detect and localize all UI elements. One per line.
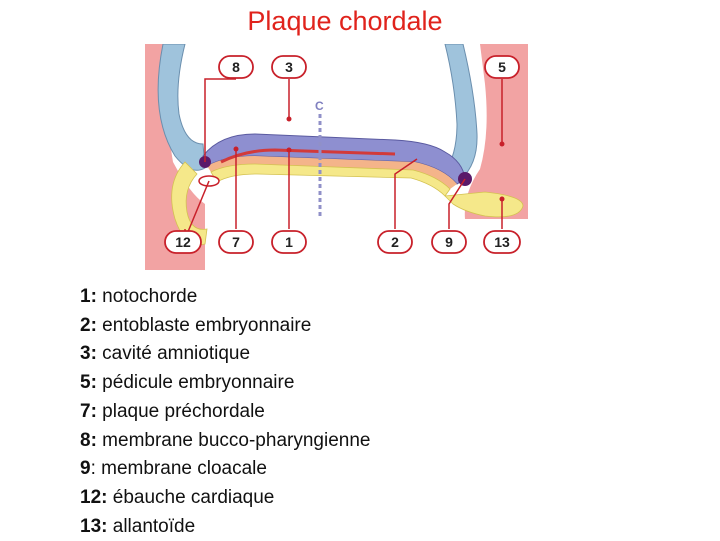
legend-item-12: 12: ébauche cardiaque — [80, 484, 370, 513]
legend-item-1: 1: notochorde — [80, 283, 370, 312]
marker-13: 13 — [484, 231, 520, 253]
marker-8: 8 — [219, 56, 253, 78]
svg-text:2: 2 — [391, 234, 399, 250]
legend-item-3: 3: cavité amniotique — [80, 340, 370, 369]
marker-7: 7 — [219, 231, 253, 253]
legend-item-8: 8: membrane bucco-pharyngienne — [80, 427, 370, 456]
legend: 1: notochorde 2: entoblaste embryonnaire… — [80, 283, 370, 541]
marker-1: 1 — [272, 231, 306, 253]
marker-5: 5 — [485, 56, 519, 78]
axis-c-label: C — [315, 99, 324, 113]
legend-item-9: 9: membrane cloacale — [80, 455, 370, 484]
svg-text:1: 1 — [285, 234, 293, 250]
svg-text:12: 12 — [175, 234, 191, 250]
legend-item-2: 2: entoblaste embryonnaire — [80, 312, 370, 341]
embryo-diagram: C 8 3 — [145, 44, 528, 270]
marker-3: 3 — [272, 56, 306, 78]
svg-text:9: 9 — [445, 234, 453, 250]
marker-2: 2 — [378, 231, 412, 253]
marker-9: 9 — [432, 231, 466, 253]
embryo-diagram-svg: C 8 3 — [145, 44, 528, 270]
page-title: Plaque chordale — [0, 6, 690, 37]
marker-12: 12 — [165, 231, 201, 253]
legend-item-5: 5: pédicule embryonnaire — [80, 369, 370, 398]
svg-text:7: 7 — [232, 234, 240, 250]
svg-text:5: 5 — [498, 59, 506, 75]
svg-text:3: 3 — [285, 59, 293, 75]
svg-text:8: 8 — [232, 59, 240, 75]
svg-text:13: 13 — [494, 234, 510, 250]
legend-item-13: 13: allantoïde — [80, 513, 370, 541]
legend-item-7: 7: plaque préchordale — [80, 398, 370, 427]
